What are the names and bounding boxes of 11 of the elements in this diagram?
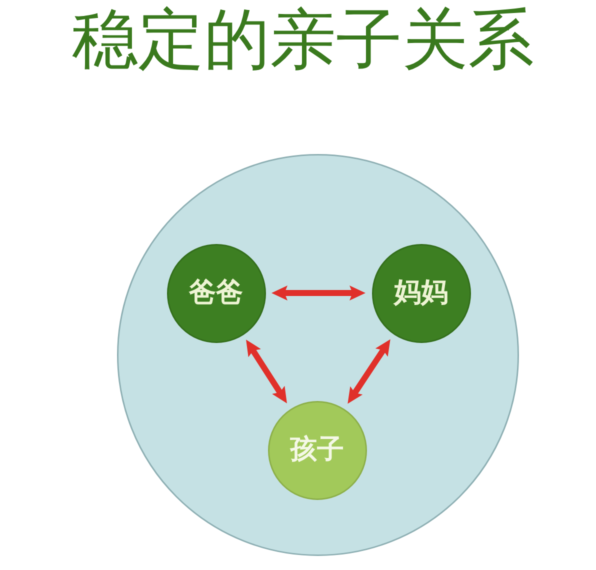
node-label: 孩子 [290,434,344,466]
title: 稳定的亲子关系 [71,2,535,78]
circle-node [166,244,266,342]
circle-node [372,244,470,342]
double-arrow [244,338,290,405]
double-arrow [272,286,366,300]
node-label: 妈妈 [394,277,448,309]
large-circle [117,154,519,556]
double-arrow [345,338,393,406]
node-label: 爸爸 [189,277,243,309]
circle-node [268,400,366,500]
